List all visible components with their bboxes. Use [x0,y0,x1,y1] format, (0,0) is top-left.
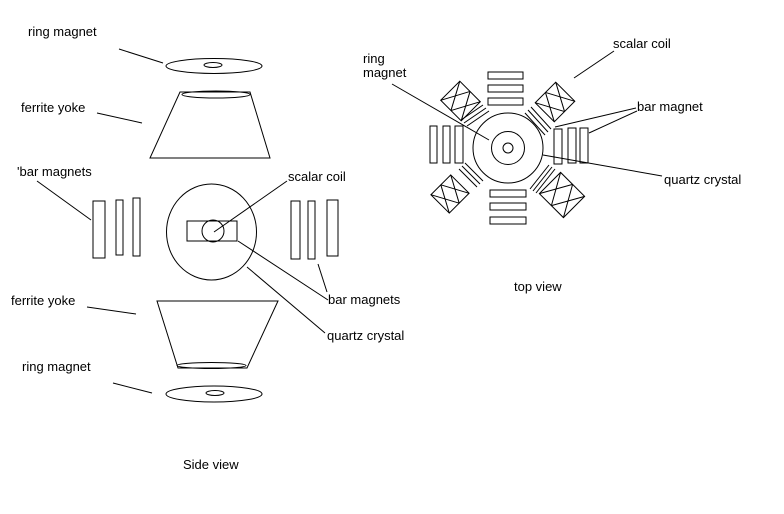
top-bar-magnet-west-1 [429,125,438,164]
label-bar-magnet-top-view: bar magnet [637,99,703,114]
top-bar-magnet-south-2 [489,202,527,211]
leader-ring-magnet-top-view [391,83,490,141]
label-ferrite-yoke-top: ferrite yoke [21,100,85,115]
side-scalar-coil-circle [201,219,225,243]
side-view-group: ring magnet ferrite yoke 'bar magnets sc… [11,24,404,472]
top-scalar-coil-se [538,171,586,219]
side-bar-magnet-left-2 [115,199,124,256]
top-bar-magnet-south-3 [489,216,527,225]
leader-quartz-crystal-top-view [542,154,663,177]
top-bar-magnet-east-3 [579,127,589,164]
caption-top-view: top view [514,279,562,294]
leader-bar-magnet-upper [554,107,637,128]
top-coil-leads-se [529,164,556,194]
label-ring-magnet-top-view-line2: magnet [363,65,407,80]
top-bar-magnet-east-1 [553,128,563,165]
label-ring-magnet-top-view-line1: ring [363,51,385,66]
label-ring-magnet-bottom: ring magnet [22,359,91,374]
top-bar-magnet-west-2 [442,125,451,164]
side-ferrite-yoke-top [149,91,271,159]
top-view-group: ring magnet [363,36,741,294]
label-bar-magnets-right: bar magnets [328,292,401,307]
leader-bar-magnets-right-short [317,263,328,293]
label-bar-magnets-left: 'bar magnets [17,164,92,179]
top-bar-magnet-east-2 [567,127,577,164]
label-quartz-crystal-side: quartz crystal [327,328,404,343]
side-central-sphere [166,183,257,281]
leader-ring-magnet-top [118,48,164,64]
side-bar-magnet-left-3 [132,197,141,257]
top-scalar-coil-sw [430,174,470,214]
side-ring-magnet-bottom-disc [165,385,263,403]
side-ring-magnet-bottom-hole [205,390,225,396]
label-quartz-crystal-top-view: quartz crystal [664,172,741,187]
side-bar-magnet-left-1 [92,200,106,259]
leader-bar-magnets-left [36,180,92,221]
top-bar-magnet-north-2 [487,84,524,93]
label-scalar-coil-side: scalar coil [288,169,346,184]
top-ring-magnet-outer [472,112,544,184]
top-center-dot [502,142,514,154]
top-ring-magnet-inner [491,131,525,165]
caption-side-view: Side view [183,457,239,472]
side-bar-magnet-right-2 [307,200,316,260]
label-ferrite-yoke-bottom: ferrite yoke [11,293,75,308]
label-ring-magnet-top: ring magnet [28,24,97,39]
top-bar-magnet-west-3 [454,125,464,164]
top-bar-magnet-north-3 [487,97,524,106]
side-ferrite-yoke-top-face [181,90,251,99]
top-bar-magnet-south-1 [489,189,527,198]
top-scalar-coil-ne [534,81,576,123]
leader-quartz-crystal-side [246,266,326,334]
leader-bar-magnet-lower [588,110,638,134]
side-bar-magnet-right-1 [290,200,301,260]
leader-ring-magnet-bottom [112,382,153,394]
leader-ferrite-yoke-bottom [86,306,137,315]
leader-scalar-coil-side [213,180,288,233]
side-ring-magnet-top-disc [165,58,263,74]
top-bar-magnet-north-1 [487,71,524,80]
leader-bar-magnets-right-long [237,240,329,301]
side-quartz-crystal-rect [186,220,238,242]
top-coil-leads-ne [524,106,552,136]
top-coil-leads-sw [458,162,484,188]
label-scalar-coil-top-view: scalar coil [613,36,671,51]
top-scalar-coil-nw [439,80,482,122]
side-bar-magnet-right-3 [326,199,339,257]
leader-scalar-coil-top-view [573,50,615,79]
side-ring-magnet-top-hole [203,62,223,68]
top-coil-leads-nw [460,104,490,127]
leader-ferrite-yoke-top [96,112,143,124]
side-ferrite-yoke-bottom-face [176,362,247,369]
side-ferrite-yoke-bottom [156,300,279,369]
